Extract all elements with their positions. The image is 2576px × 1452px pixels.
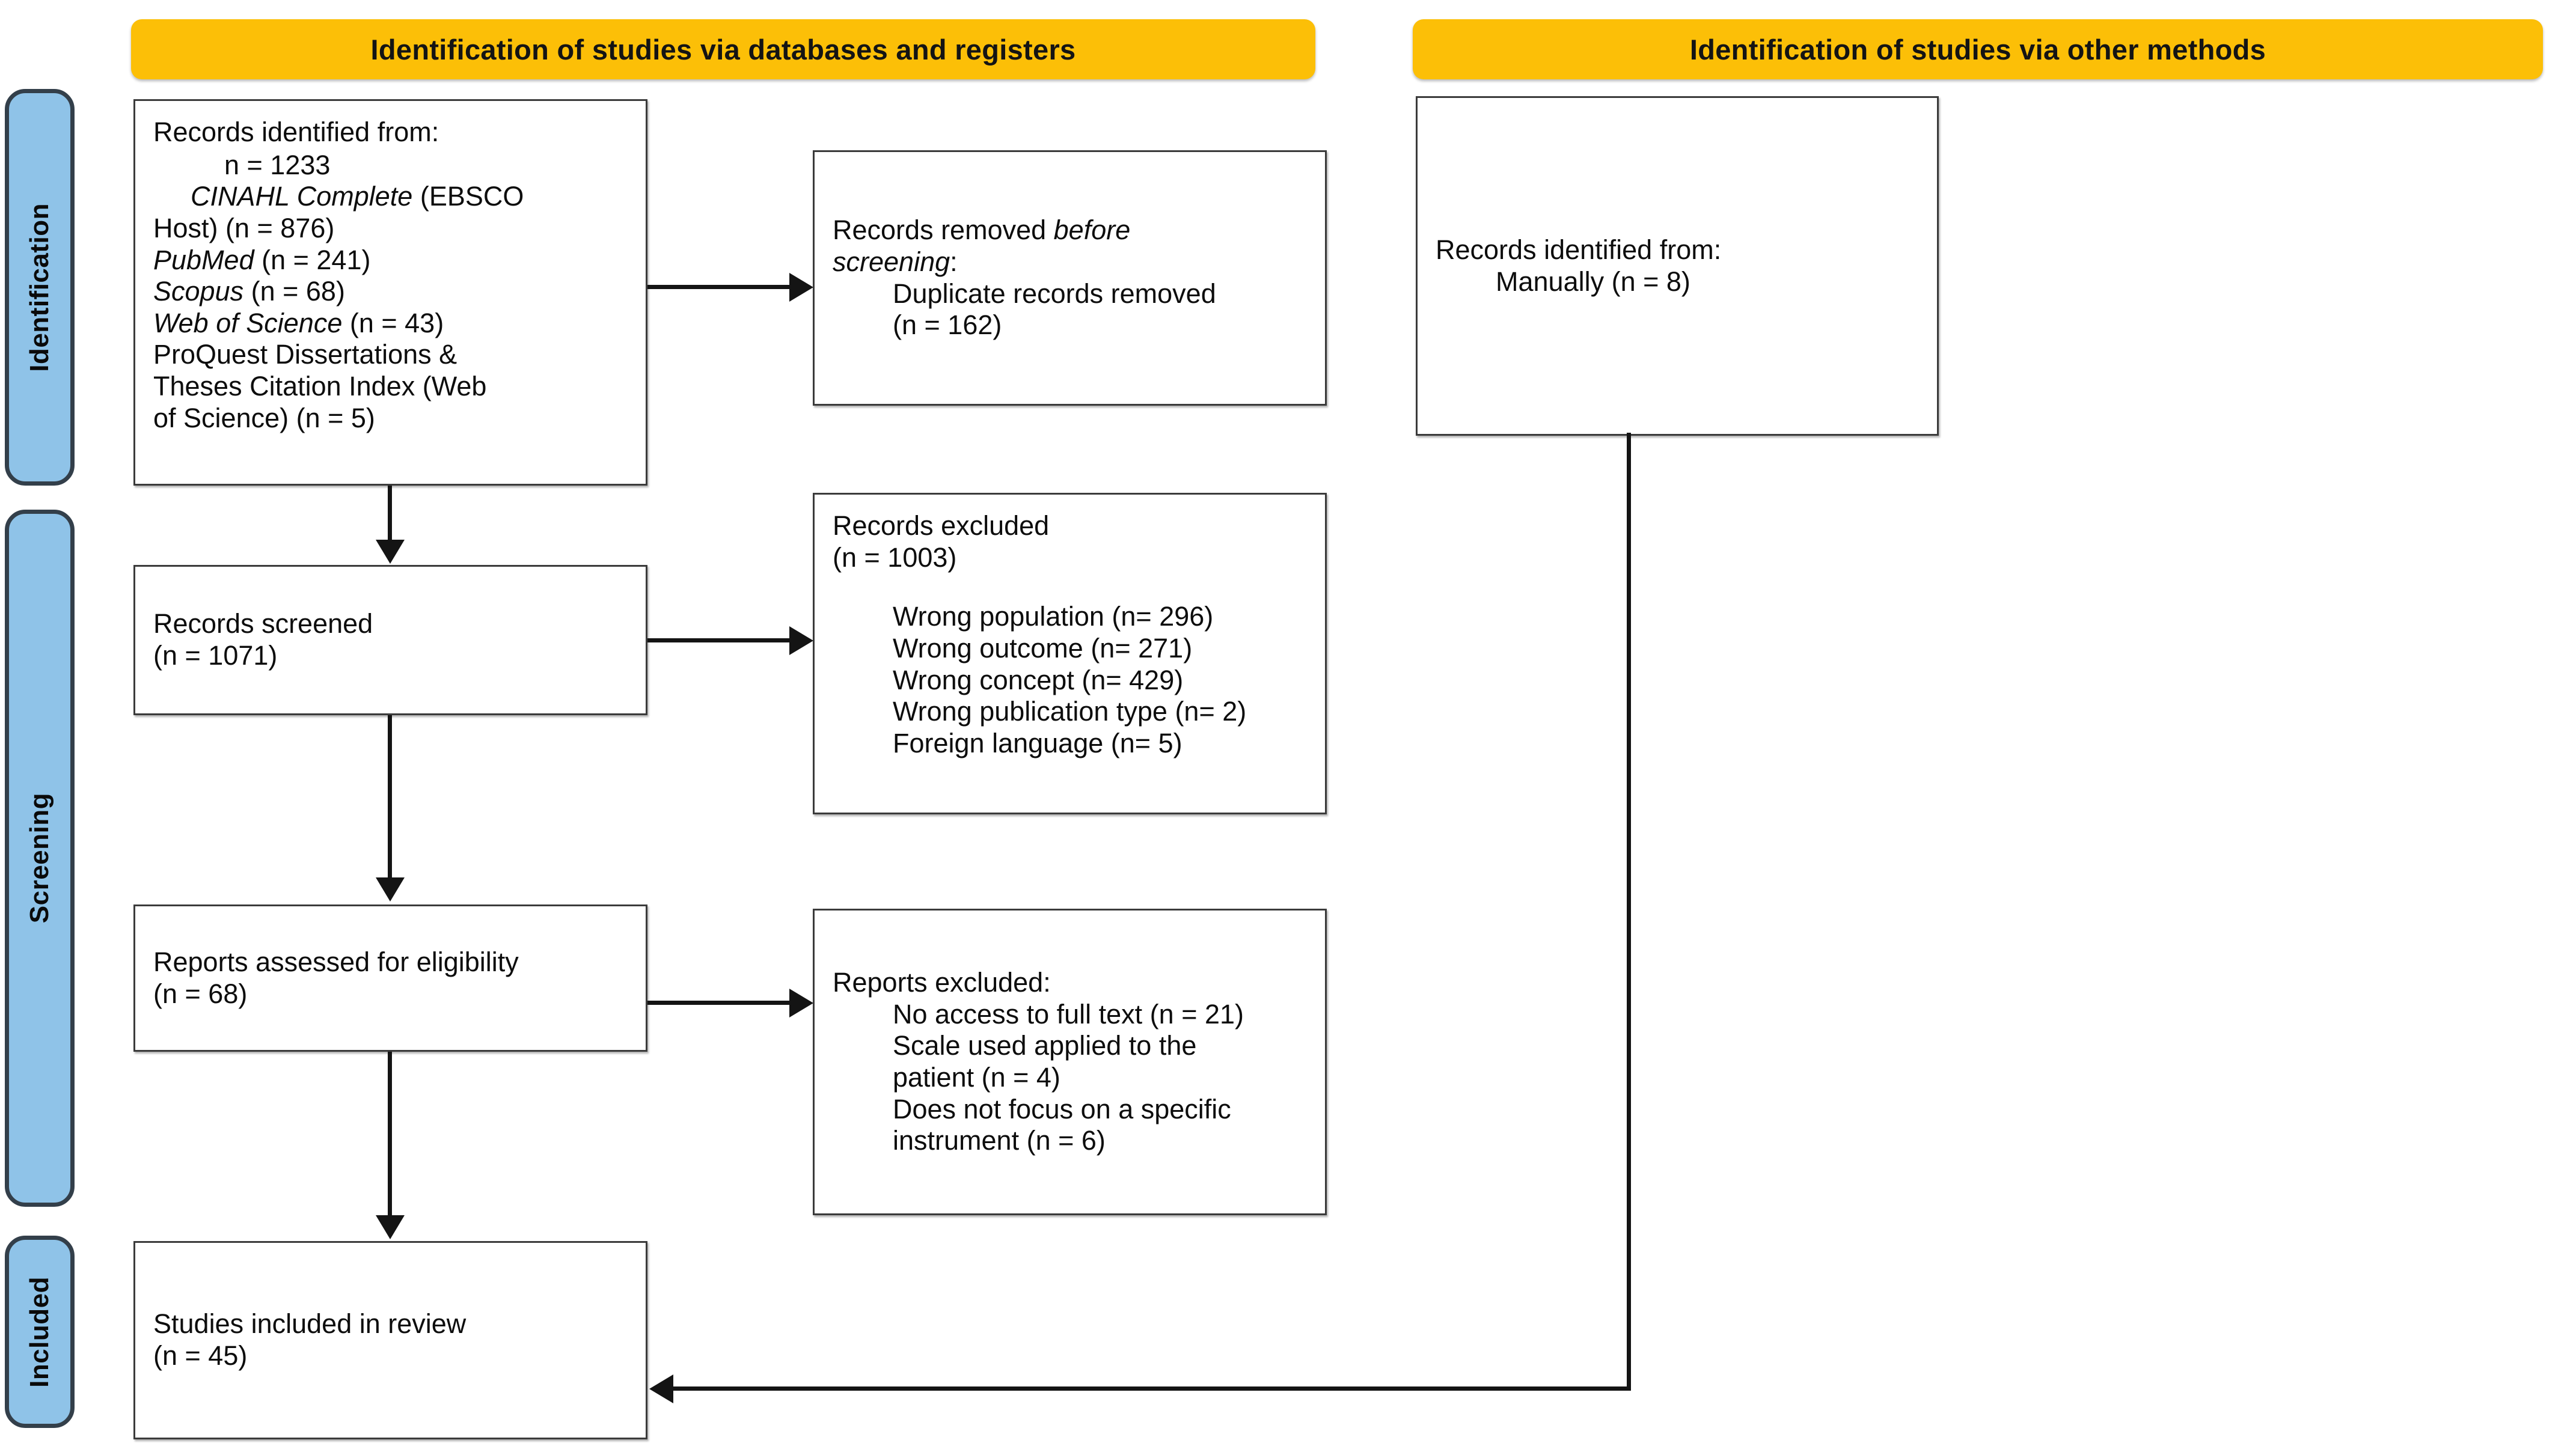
node-heading-text: Records removed <box>833 215 1054 246</box>
connector-other-left <box>673 1386 1630 1391</box>
node-line: (n = 1003) <box>833 541 957 573</box>
connector-identified-to-removed <box>647 285 792 289</box>
arrow-screened-to-excluded <box>789 626 813 655</box>
source-name: Web of Science <box>153 307 343 338</box>
node-spacer <box>833 573 1307 601</box>
node-heading: Studies included in review <box>153 1308 467 1340</box>
connector-screened-to-assessed <box>388 715 392 882</box>
node-line: (n = 45) <box>153 1340 248 1371</box>
node-heading: Records identified from: <box>153 117 439 147</box>
node-line: (n = 1071) <box>153 640 278 671</box>
node-records-screened: Records screened (n = 1071) <box>133 565 647 715</box>
node-line: Wrong outcome (n= 271) <box>893 632 1193 663</box>
node-line: Wrong publication type (n= 2) <box>893 696 1247 727</box>
node-line: Scopus (n = 68) <box>153 276 628 308</box>
source-count: (n = 68) <box>243 276 345 307</box>
connector-identified-to-screened <box>388 486 392 544</box>
node-heading: Reports assessed for eligibility <box>153 946 519 977</box>
connector-assessed-to-included <box>388 1052 392 1219</box>
node-line: ProQuest Dissertations & <box>153 339 457 370</box>
node-reports-excluded: Reports excluded: No access to full text… <box>813 909 1327 1215</box>
node-line: Web of Science (n = 43) <box>153 308 628 340</box>
node-body: n = 1233 CINAHL Complete (EBSCO Host) (n… <box>153 150 628 435</box>
banner-other-label: Identification of studies via other meth… <box>1689 33 2266 66</box>
phase-included: Included <box>5 1236 75 1428</box>
source-count: (EBSCO <box>412 181 524 212</box>
node-heading-emph: before <box>1053 215 1131 246</box>
banner-databases-label: Identification of studies via databases … <box>370 33 1076 66</box>
node-line: patient (n = 4) <box>893 1062 1060 1093</box>
banner-databases-and-registers: Identification of studies via databases … <box>131 19 1315 79</box>
node-heading: Records screened <box>153 608 373 639</box>
node-line: CINAHL Complete (EBSCO <box>153 181 628 213</box>
node-line: Host) (n = 876) <box>153 212 335 243</box>
banner-other-methods: Identification of studies via other meth… <box>1413 19 2543 79</box>
node-studies-included: Studies included in review (n = 45) <box>133 1241 647 1439</box>
arrow-identified-to-removed <box>789 273 813 302</box>
source-name: Scopus <box>153 276 244 307</box>
arrow-identified-to-screened <box>376 540 405 564</box>
node-line: No access to full text (n = 21) <box>893 998 1244 1030</box>
arrow-other-to-included <box>649 1374 673 1403</box>
source-name: CINAHL Complete <box>191 181 413 212</box>
arrow-assessed-to-excluded <box>789 989 813 1017</box>
arrow-screened-to-assessed <box>376 877 405 901</box>
node-heading-colon: : <box>950 246 958 277</box>
node-heading-cont: screening: <box>833 246 1307 278</box>
node-records-identified-other: Records identified from: Manually (n = 8… <box>1416 96 1939 436</box>
node-line: of Science) (n = 5) <box>153 402 375 433</box>
node-line: Scale used applied to the <box>893 1030 1197 1061</box>
node-heading: Records removed before <box>833 215 1307 246</box>
phase-screening: Screening <box>5 510 75 1207</box>
phase-included-label: Included <box>25 1276 54 1388</box>
node-line: Duplicate records removed <box>893 278 1216 309</box>
node-line: (n = 162) <box>893 310 1002 341</box>
phase-identification-label: Identification <box>25 203 54 372</box>
node-heading: Records identified from: <box>1436 234 1722 265</box>
connector-screened-to-excluded <box>647 638 792 642</box>
node-line: Wrong population (n= 296) <box>893 601 1214 632</box>
node-line: Wrong concept (n= 429) <box>893 664 1184 695</box>
node-line: Theses Citation Index (Web <box>153 371 487 402</box>
node-heading: Reports excluded: <box>833 967 1051 998</box>
phase-screening-label: Screening <box>25 793 54 924</box>
source-count: (n = 241) <box>254 244 371 275</box>
node-line: Does not focus on a specific <box>893 1093 1231 1124</box>
node-line: Foreign language (n= 5) <box>893 727 1182 758</box>
node-heading-emph2: screening <box>833 246 950 277</box>
node-line: instrument (n = 6) <box>893 1125 1106 1156</box>
node-heading: Records excluded <box>833 510 1050 541</box>
connector-other-down <box>1627 433 1631 1391</box>
node-line: Manually (n = 8) <box>1496 266 1690 297</box>
node-records-identified-databases: Records identified from: n = 1233 CINAHL… <box>133 99 647 486</box>
source-name: PubMed <box>153 244 254 275</box>
phase-identification: Identification <box>5 89 75 486</box>
node-line: n = 1233 <box>224 149 331 180</box>
arrow-assessed-to-included <box>376 1215 405 1239</box>
source-count: (n = 43) <box>342 307 444 338</box>
node-records-removed: Records removed before screening: Duplic… <box>813 150 1327 406</box>
node-reports-assessed: Reports assessed for eligibility (n = 68… <box>133 904 647 1052</box>
node-line: PubMed (n = 241) <box>153 245 628 276</box>
node-records-excluded: Records excluded (n = 1003) Wrong popula… <box>813 493 1327 814</box>
node-line: (n = 68) <box>153 978 248 1009</box>
connector-assessed-to-excluded <box>647 1001 792 1005</box>
